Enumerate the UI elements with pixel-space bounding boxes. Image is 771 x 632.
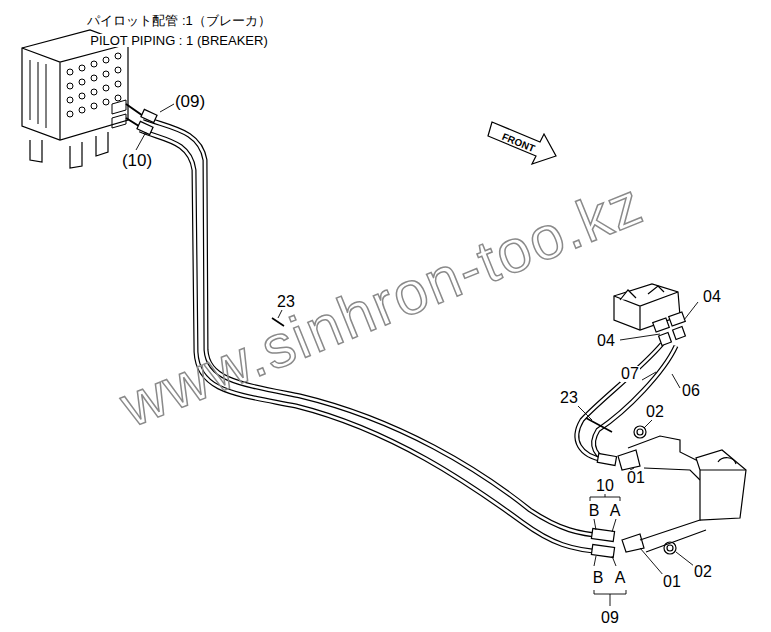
callout-number: (10) (121, 152, 153, 169)
port-letter: B (592, 570, 605, 586)
callout-number: (09) (174, 93, 206, 110)
front-arrow (488, 122, 556, 164)
control-valve (22, 30, 128, 168)
callout-number: 04 (596, 333, 616, 349)
heading-jp: パイロット配管 :1（ブレーカ） (86, 14, 271, 27)
callout-number: 07 (620, 366, 640, 382)
callout-number: 09 (600, 610, 620, 626)
port-letter: B (588, 503, 601, 519)
callout-number: 02 (645, 404, 665, 420)
callout-number: 23 (276, 294, 296, 310)
callout-number: 04 (702, 289, 722, 305)
port-letter: A (614, 570, 627, 586)
callout-number: 02 (693, 564, 713, 580)
bracket (696, 450, 746, 520)
callout-number: 10 (595, 478, 615, 494)
front-mark: FRONT (500, 132, 536, 154)
pilot-valve (614, 284, 685, 345)
callout-number: 01 (662, 574, 682, 590)
port-letter: A (609, 503, 622, 519)
hose (140, 118, 676, 552)
callout-number: 06 (681, 383, 701, 399)
callout-number: 23 (559, 390, 579, 406)
callout-number: 01 (626, 470, 646, 486)
heading-en: PILOT PIPING : 1 (BREAKER) (89, 34, 268, 47)
